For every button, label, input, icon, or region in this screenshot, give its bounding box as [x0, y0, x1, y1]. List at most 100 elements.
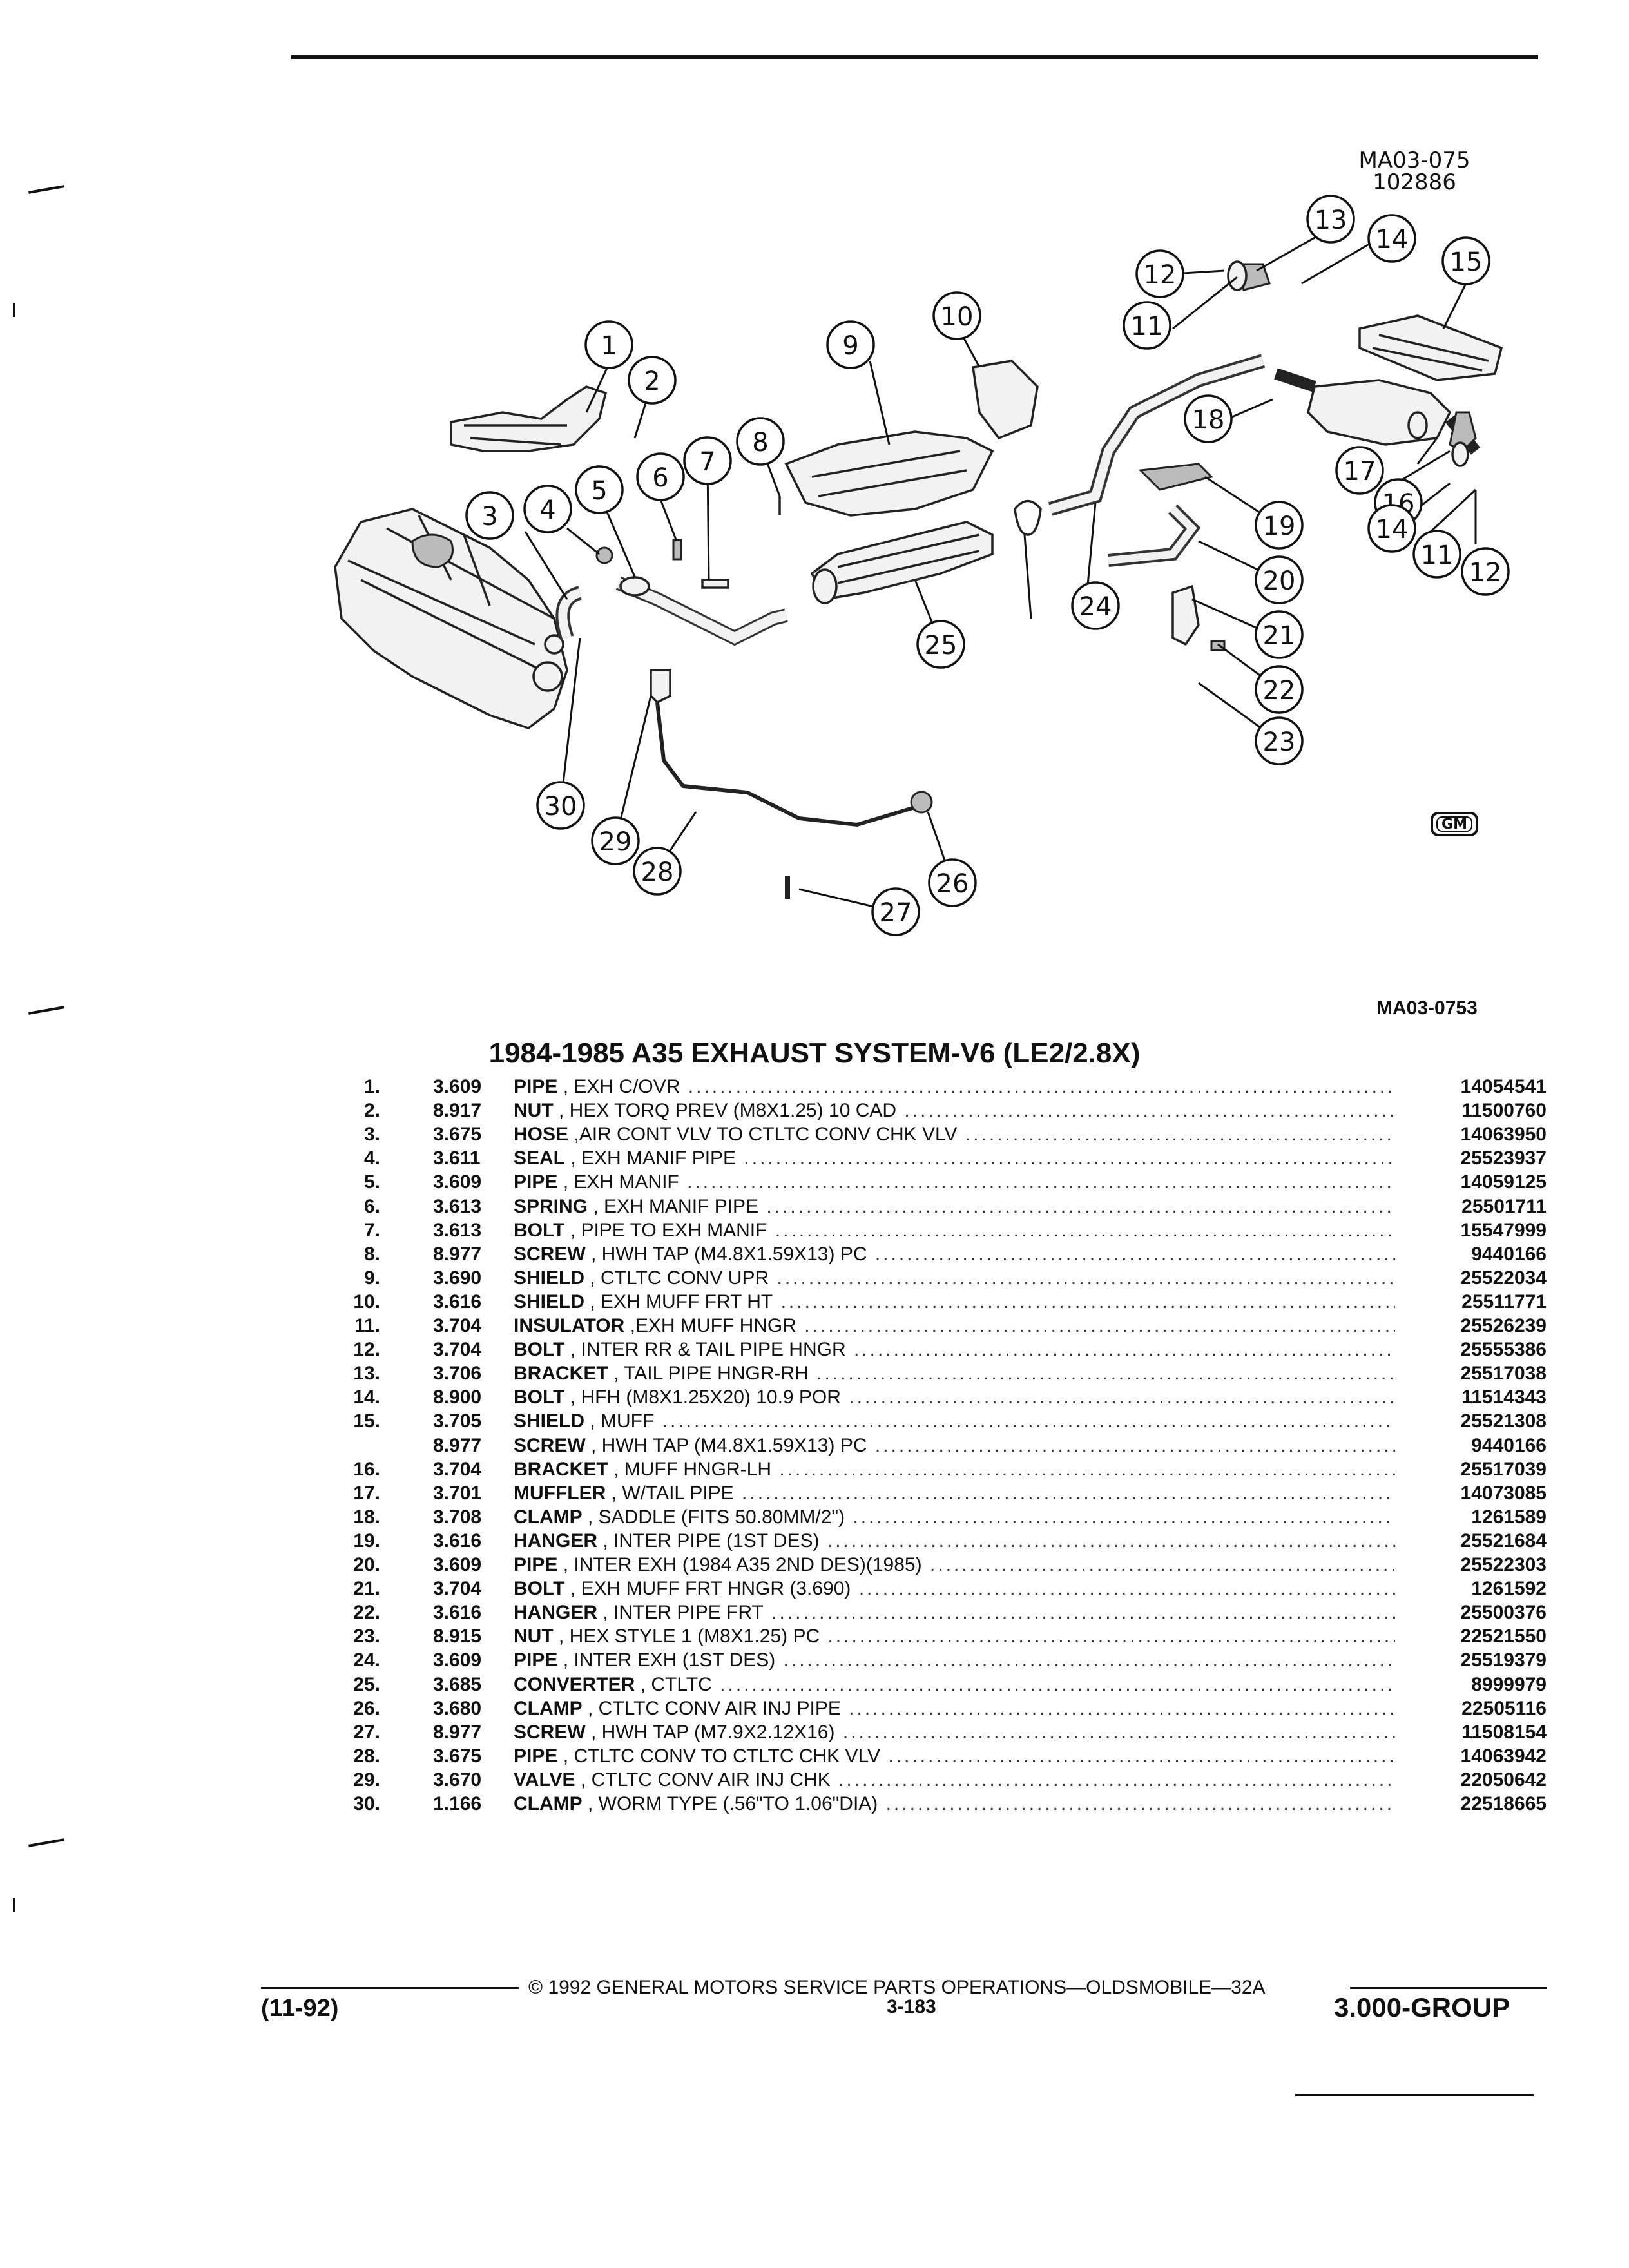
group-number: 8.900 — [433, 1387, 482, 1408]
part-name: MUFFLER — [514, 1482, 606, 1504]
group-number: 3.704 — [433, 1315, 482, 1336]
leader-dots: ........................................… — [885, 1793, 1395, 1814]
group-number: 3.690 — [433, 1267, 482, 1289]
part-description: HANGER , INTER PIPE (1ST DES) ..........… — [514, 1529, 1395, 1553]
callout-circle — [1367, 504, 1416, 553]
part-name: PIPE — [514, 1076, 558, 1097]
group-number: 3.609 — [433, 1649, 482, 1671]
group-number: 8.915 — [433, 1626, 482, 1648]
part-description: CONVERTER , CTLTC ......................… — [514, 1673, 1395, 1696]
item-number: 1. — [363, 1076, 380, 1097]
part-detail: , INTER PIPE (1ST DES) — [597, 1530, 820, 1552]
group-number: 3.704 — [433, 1339, 482, 1361]
part-number: 14063950 — [1460, 1124, 1547, 1146]
leader-dots: ........................................… — [687, 1171, 1395, 1193]
item-number: 30. — [353, 1793, 380, 1814]
item-number: 10. — [353, 1291, 380, 1312]
leader-dots: ........................................… — [720, 1673, 1395, 1695]
part-detail: , W/TAIL PIPE — [606, 1482, 734, 1504]
group-number: 3.708 — [433, 1506, 482, 1528]
group-number: 3.704 — [433, 1458, 482, 1480]
callout-number: 27 — [880, 898, 912, 928]
callout-circle — [575, 465, 624, 514]
part-detail: , CTLTC CONV UPR — [584, 1267, 769, 1289]
item-number: 2. — [363, 1100, 380, 1122]
footer-rule-right — [1350, 1987, 1547, 1989]
part-number: 25521308 — [1460, 1410, 1547, 1432]
part-name: BOLT — [514, 1578, 565, 1600]
callout-number: 7 — [699, 447, 715, 477]
part-description: SHIELD , MUFF ..........................… — [514, 1409, 1395, 1433]
callout-number: 9 — [842, 331, 858, 361]
callout-circle — [1255, 665, 1304, 714]
callout-circle — [1255, 610, 1304, 659]
part-description: SCREW , HWH TAP (M4.8X1.59X13) PC ......… — [514, 1242, 1395, 1266]
callout-number: 26 — [936, 869, 969, 899]
leader-dots: ........................................… — [688, 1076, 1395, 1097]
callout-7: 7 — [683, 436, 732, 485]
part-name: INSULATOR — [514, 1315, 625, 1336]
leader-dots: ........................................… — [849, 1697, 1395, 1719]
group-number: 3.704 — [433, 1578, 482, 1600]
group-number: 3.701 — [433, 1482, 482, 1504]
binder-mark — [28, 1006, 64, 1015]
item-number: 12. — [353, 1339, 380, 1361]
part-number: 25517039 — [1460, 1458, 1547, 1480]
group-number: 1.166 — [433, 1793, 482, 1814]
part-detail: , EXH MANIF — [557, 1171, 679, 1193]
callout-number: 13 — [1315, 206, 1347, 235]
item-number: 18. — [353, 1506, 380, 1528]
part-name: PIPE — [514, 1171, 558, 1193]
part-detail: , HFH (M8X1.25X20) 10.9 POR — [564, 1387, 841, 1408]
converter-shield-illustration — [784, 430, 994, 517]
leader-dots: ........................................… — [771, 1602, 1395, 1624]
part-description: PIPE , EXH C/OVR .......................… — [514, 1075, 1395, 1099]
callout-1: 1 — [584, 320, 633, 369]
callout-29: 29 — [591, 816, 640, 865]
footer-page-number: 3-183 — [887, 1996, 936, 2017]
part-number: 14059125 — [1460, 1171, 1547, 1193]
callout-circle — [584, 320, 633, 369]
callout-8: 8 — [736, 417, 785, 466]
item-number: 3. — [363, 1124, 380, 1146]
callout-circle — [928, 858, 977, 907]
item-number: 27. — [353, 1721, 380, 1743]
callout-12: 12 — [1461, 547, 1510, 596]
callout-13: 13 — [1306, 195, 1355, 244]
part-number: 9440166 — [1471, 1243, 1547, 1265]
part-description: BRACKET , MUFF HNGR-LH .................… — [514, 1457, 1395, 1481]
figure-code-top: MA03-075 102886 — [1340, 149, 1489, 193]
part-number: 25522034 — [1460, 1267, 1547, 1289]
callout-circle — [1071, 581, 1120, 630]
callout-24: 24 — [1071, 581, 1120, 630]
part-detail: , MUFF — [584, 1410, 655, 1432]
part-detail: , CTLTC CONV TO CTLTC CHK VLV — [557, 1745, 880, 1767]
part-name: PIPE — [514, 1745, 558, 1767]
part-number: 22505116 — [1461, 1697, 1547, 1719]
item-number: 9. — [363, 1267, 380, 1289]
callout-22: 22 — [1255, 665, 1304, 714]
part-name: BRACKET — [514, 1363, 608, 1385]
group-number: 8.977 — [433, 1434, 482, 1456]
group-number: 8.917 — [433, 1100, 482, 1122]
part-description: PIPE , EXH MANIF .......................… — [514, 1170, 1395, 1194]
part-name: SEAL — [514, 1148, 566, 1169]
leader-dots: ........................................… — [965, 1124, 1395, 1146]
part-description: MUFFLER , W/TAIL PIPE ..................… — [514, 1481, 1395, 1505]
part-name: HANGER — [514, 1530, 598, 1552]
part-detail: ,EXH MUFF HNGR — [624, 1315, 796, 1336]
part-description: SCREW , HWH TAP (M4.8X1.59X13) PC ......… — [514, 1434, 1395, 1457]
callout-number: 14 — [1376, 225, 1409, 255]
part-detail: , MUFF HNGR-LH — [608, 1458, 771, 1480]
callout-circle — [465, 491, 514, 540]
callout-number: 28 — [641, 858, 674, 887]
callout-number: 19 — [1263, 512, 1296, 541]
callout-28: 28 — [633, 847, 682, 896]
part-description: NUT , HEX TORQ PREV (M8X1.25) 10 CAD ...… — [514, 1099, 1395, 1122]
callout-number: 21 — [1263, 621, 1296, 651]
part-number: 25511771 — [1461, 1291, 1547, 1312]
part-detail: , WORM TYPE (.56"TO 1.06"DIA) — [582, 1793, 878, 1814]
item-number: 28. — [353, 1745, 380, 1767]
callout-number: 11 — [1131, 312, 1164, 341]
